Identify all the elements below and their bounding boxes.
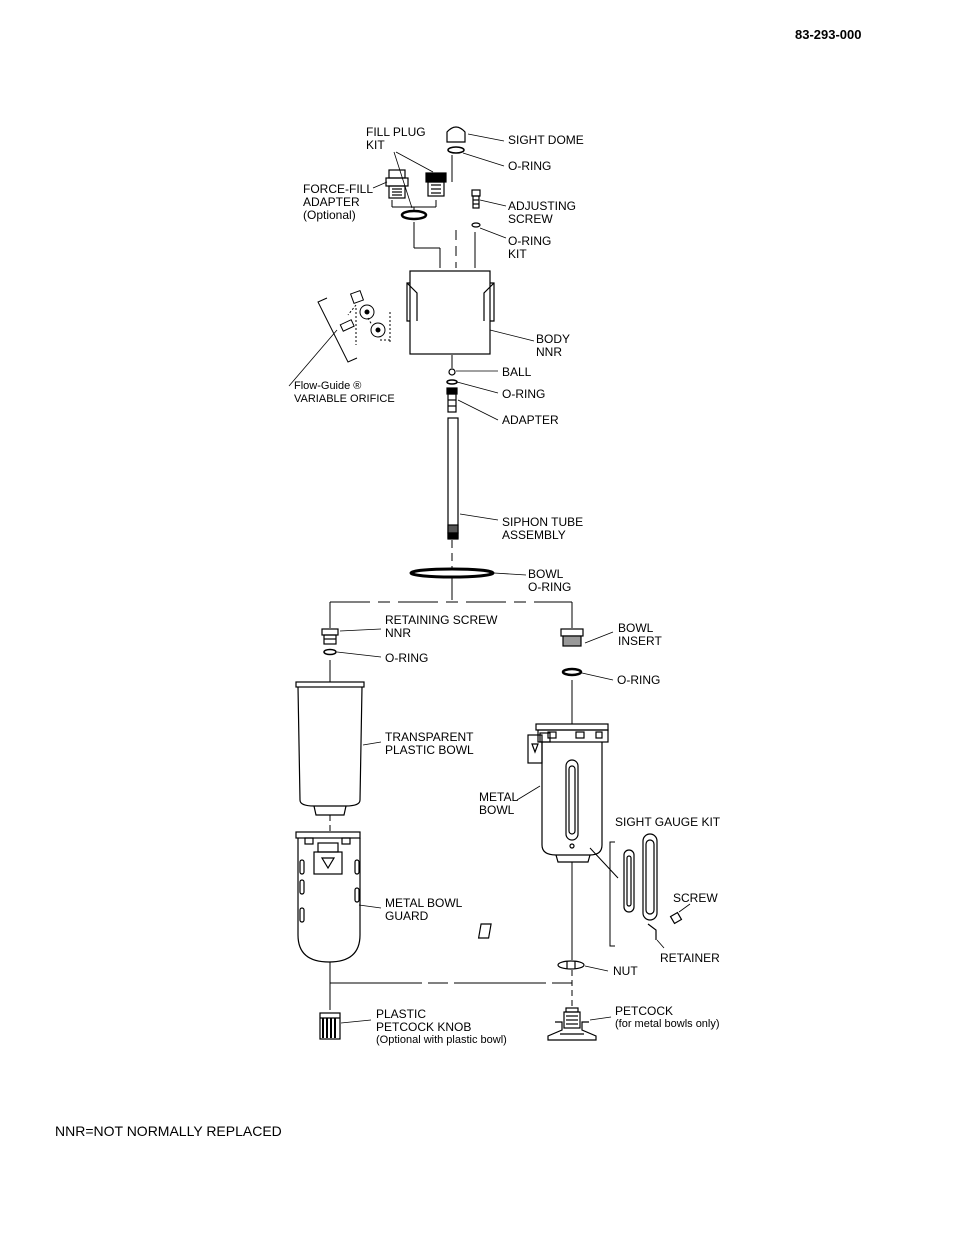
plastic-petcock-knob-part	[319, 1012, 341, 1040]
label-fill-plug-kit: FILL PLUG KIT	[366, 125, 426, 152]
fill-plug-o-ring	[400, 209, 428, 221]
sight-gauge-kit-part	[477, 833, 683, 947]
label-screw: SCREW	[673, 891, 718, 905]
label-force-fill-adapter: FORCE-FILL ADAPTER (Optional)	[303, 182, 374, 222]
label-metal-bowl: METAL BOWL	[479, 790, 519, 817]
metal-bowl-part	[527, 723, 609, 863]
bowl-o-ring-part	[409, 567, 495, 579]
label-petcock: PETCOCK	[615, 1004, 674, 1018]
label-siphon-tube: SIPHON TUBE ASSEMBLY	[502, 515, 584, 542]
label-o-ring-retaining: O-RING	[385, 651, 429, 665]
force-fill-adapter-part	[385, 169, 409, 199]
label-retaining-screw: RETAINING SCREW NNR	[385, 613, 498, 640]
siphon-tube-part	[447, 417, 459, 540]
bowl-insert-o-ring	[561, 667, 583, 677]
petcock-part	[547, 1007, 597, 1041]
label-o-ring-insert: O-RING	[617, 673, 661, 687]
transparent-bowl-part	[295, 681, 365, 816]
ball-part	[448, 368, 456, 376]
adapter-o-ring	[446, 379, 458, 385]
document-number: 83-293-000	[795, 27, 862, 42]
label-bowl-o-ring: BOWL O-RING	[528, 567, 572, 594]
label-o-ring-adapter: O-RING	[502, 387, 546, 401]
label-sight-gauge-kit: SIGHT GAUGE KIT	[615, 815, 721, 829]
adapter-part	[446, 387, 458, 413]
label-adapter: ADAPTER	[502, 413, 559, 427]
body-part	[406, 270, 495, 355]
metal-bowl-guard-part	[295, 831, 361, 963]
flow-guide-part	[317, 289, 391, 363]
label-transparent-bowl: TRANSPARENT PLASTIC BOWL	[385, 730, 474, 757]
footnote: NNR=NOT NORMALLY REPLACED	[55, 1123, 282, 1139]
label-plastic-petcock-note: (Optional with plastic bowl)	[376, 1034, 507, 1046]
bowl-insert-part	[560, 628, 584, 647]
fill-plug-part	[425, 172, 447, 197]
label-metal-bowl-guard: METAL BOWL GUARD	[385, 896, 463, 923]
nut-part	[557, 960, 585, 970]
label-body: BODY NNR	[536, 332, 571, 359]
label-adjusting-screw: ADJUSTING SCREW	[508, 199, 577, 226]
label-o-ring-dome: O-RING	[508, 159, 552, 173]
sight-dome-o-ring	[447, 146, 465, 154]
label-flow-guide: Flow-Guide ® VARIABLE ORIFICE	[294, 380, 395, 405]
retaining-screw-part	[321, 628, 339, 645]
label-bowl-insert: BOWL INSERT	[618, 621, 662, 648]
sight-dome-part	[446, 126, 466, 143]
fill-plug-bracket	[391, 200, 476, 268]
label-nut: NUT	[613, 964, 638, 978]
center-axis	[329, 155, 573, 1010]
label-o-ring-kit: O-RING KIT	[508, 234, 552, 261]
label-sight-dome: SIGHT DOME	[508, 133, 584, 147]
retaining-screw-o-ring	[323, 648, 337, 656]
label-plastic-petcock-knob: PLASTIC PETCOCK KNOB	[376, 1007, 472, 1034]
adjusting-screw-part	[471, 189, 481, 228]
leader-lines	[288, 133, 691, 1024]
label-petcock-note: (for metal bowls only)	[615, 1018, 720, 1030]
label-ball: BALL	[502, 365, 532, 379]
label-retainer: RETAINER	[660, 951, 720, 965]
